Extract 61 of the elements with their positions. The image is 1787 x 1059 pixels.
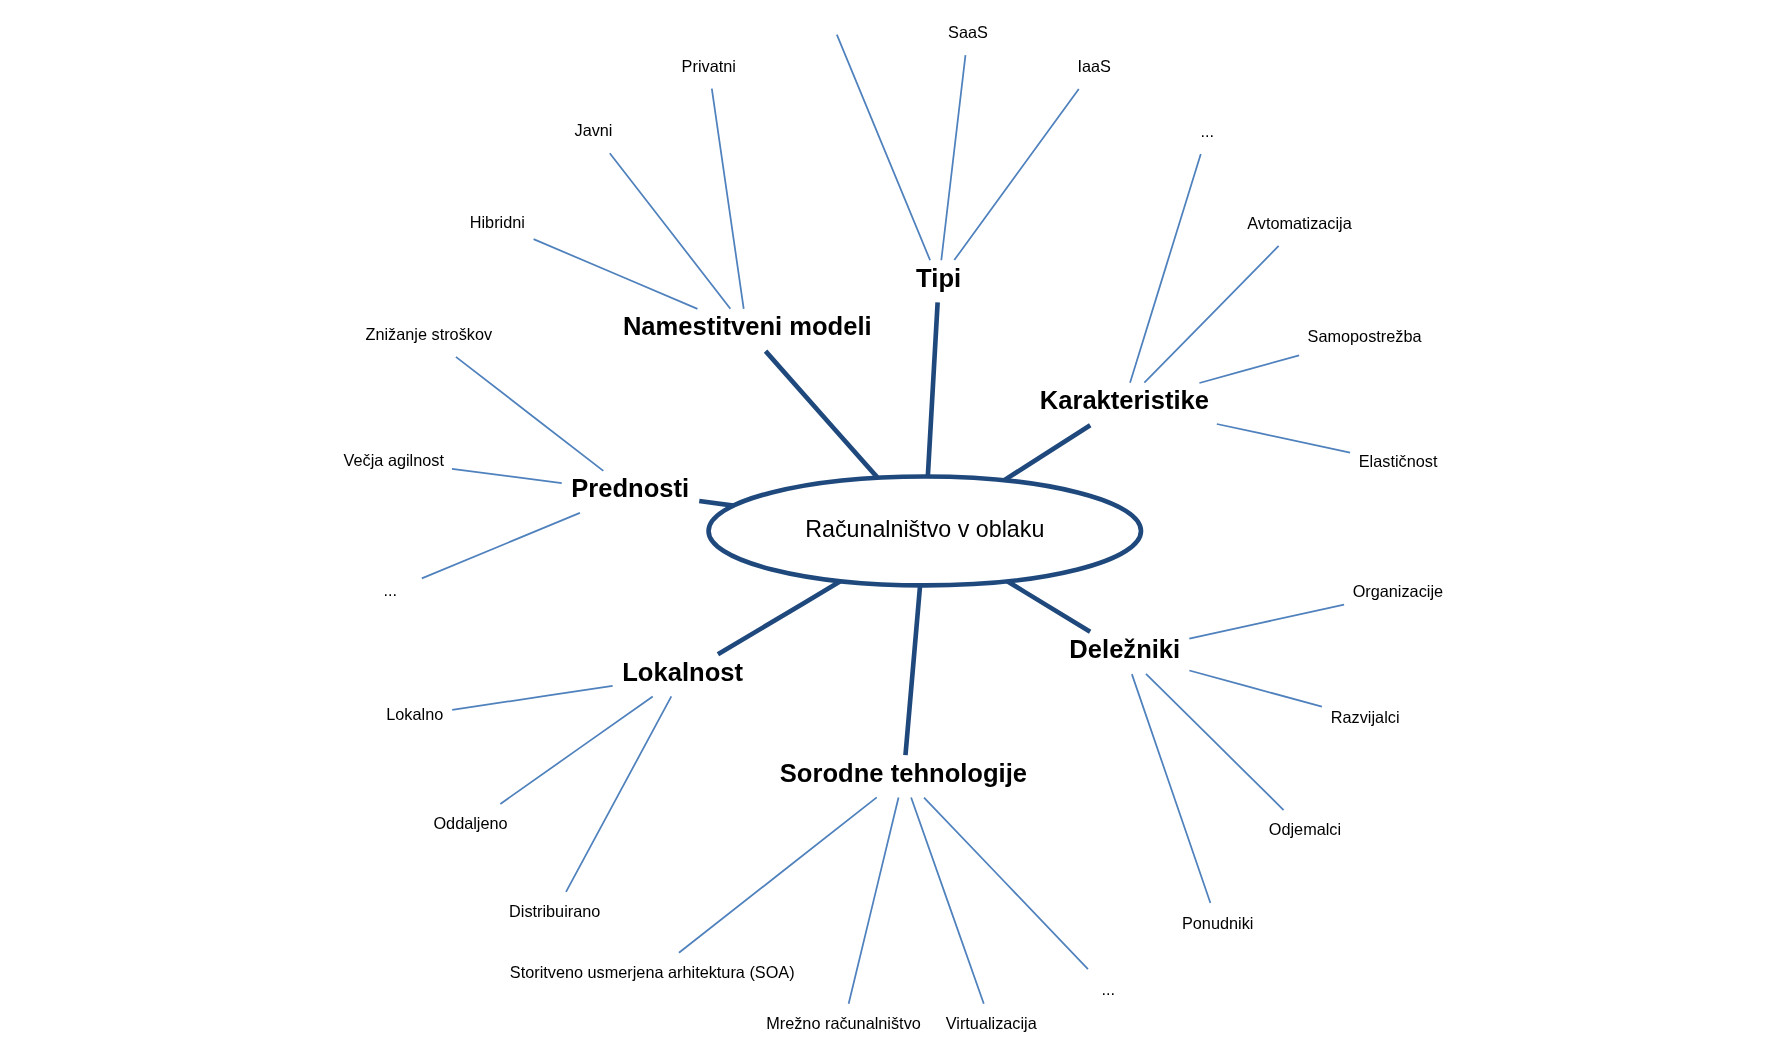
node-text: Mrežno računalništvo	[766, 1014, 921, 1033]
node-text: Večja agilnost	[343, 450, 444, 469]
node-text: ...	[1101, 979, 1116, 998]
node-text: Storitveno usmerjena arhitektura (SOA)	[509, 963, 795, 982]
connector	[1215, 423, 1351, 454]
connector	[1129, 153, 1202, 384]
node-text: Privatni	[681, 56, 736, 75]
node-text: Organizacije	[1352, 582, 1444, 601]
connector	[847, 796, 900, 1005]
node-text: Razvijalci	[1330, 707, 1400, 726]
connector	[1188, 669, 1323, 708]
node-text: Lokalnost	[622, 657, 744, 686]
connector	[608, 152, 732, 310]
node-text: Elastičnost	[1358, 452, 1438, 471]
node-text: IaaS	[1077, 57, 1111, 76]
node-text: Distribuirano	[509, 902, 601, 921]
connector	[903, 585, 923, 756]
node-text: Tipi	[916, 263, 962, 292]
node-ellipse: Računalništvo v oblaku	[706, 474, 1144, 588]
connector	[451, 685, 614, 711]
node-text: SaaS	[948, 23, 988, 42]
connector	[532, 238, 699, 310]
node-text: Lokalno	[386, 704, 444, 723]
connector	[1145, 673, 1285, 811]
node-text: ...	[1200, 122, 1215, 141]
connector	[1131, 673, 1212, 904]
connector	[565, 695, 673, 893]
connector	[451, 468, 563, 484]
connector	[710, 87, 745, 310]
connector	[420, 512, 581, 580]
node-text: Prednosti	[571, 474, 690, 503]
node-text: Ponudniki	[1181, 913, 1254, 932]
connector	[953, 88, 1080, 261]
connector	[1143, 245, 1280, 384]
connector	[455, 356, 605, 472]
node-text: Karakteristike	[1039, 386, 1209, 415]
node-text: Oddaljeno	[433, 814, 508, 833]
node-text: Znižanje stroškov	[365, 325, 493, 344]
connector	[1188, 603, 1345, 640]
node-text: Javni	[574, 121, 613, 140]
node-text: Odjemalci	[1268, 820, 1342, 839]
connector	[499, 695, 654, 805]
node-text: Namestitveni modeli	[622, 312, 872, 341]
connector	[716, 579, 842, 657]
node-text: ...	[383, 580, 398, 599]
connector	[923, 796, 1089, 970]
node-text: Samopostrežba	[1307, 326, 1422, 345]
connector	[925, 302, 940, 477]
connector	[940, 54, 967, 262]
connector	[836, 33, 931, 262]
connector	[910, 796, 985, 1005]
node-text: Sorodne tehnologije	[779, 758, 1028, 787]
connector	[698, 498, 734, 508]
connector	[1006, 579, 1092, 634]
connector	[678, 796, 878, 954]
node-text: Deležniki	[1069, 635, 1181, 664]
connector	[1198, 354, 1300, 384]
node-text: Avtomatizacija	[1247, 214, 1352, 233]
node-text: Virtualizacija	[945, 1014, 1037, 1033]
node-text: Hibridni	[469, 212, 525, 231]
connector	[1002, 423, 1092, 483]
